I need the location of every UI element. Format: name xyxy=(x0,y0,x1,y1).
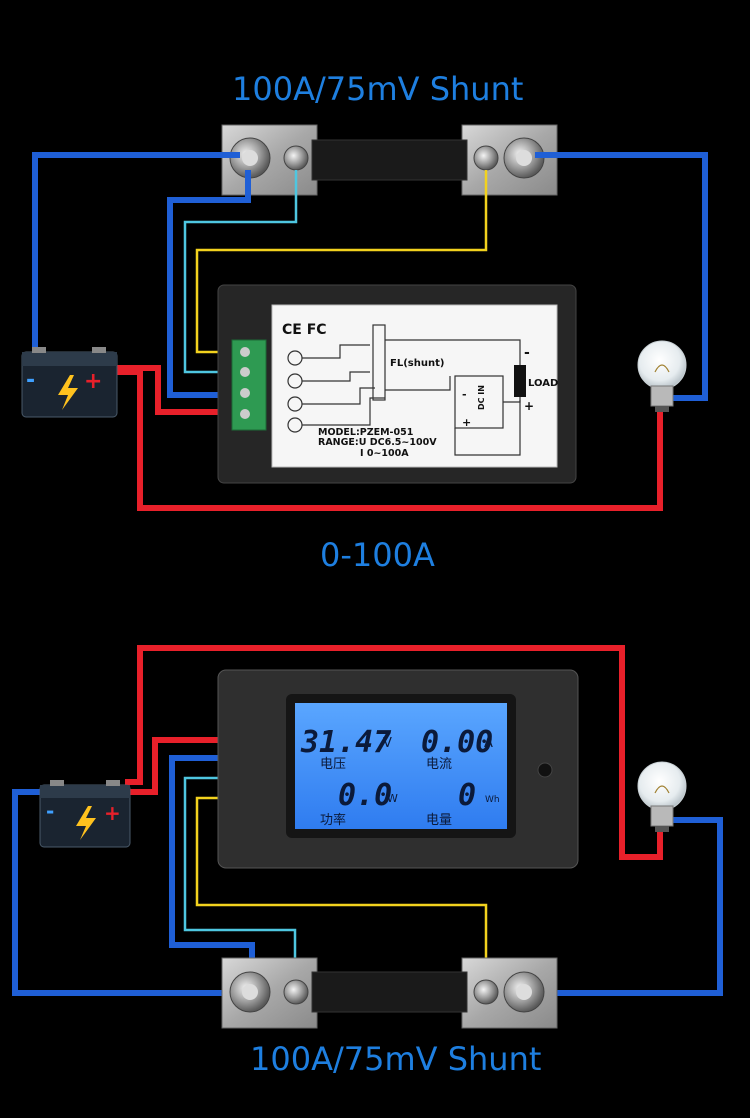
battery-bottom-minus: - xyxy=(46,799,54,823)
battery-bottom-plus: + xyxy=(104,801,121,825)
top-shunt-title: 100A/75mV Shunt xyxy=(232,70,524,108)
bulb-bottom xyxy=(637,761,687,832)
battery-top-plus: + xyxy=(84,369,102,394)
energy-label: 电量 xyxy=(426,813,452,828)
current-value: 0.00 xyxy=(421,725,493,760)
bulb-top xyxy=(637,340,687,412)
energy-unit: Wh xyxy=(485,795,500,805)
voltage-label: 电压 xyxy=(320,757,346,772)
voltage-value: 31.47 xyxy=(300,725,391,760)
power-value: 0.0 xyxy=(338,778,392,813)
cert-marks: CE FC xyxy=(282,322,327,338)
battery-top-minus: - xyxy=(26,368,35,393)
range-u-label: RANGE:U DC6.5~100V xyxy=(318,437,437,448)
range-title: 0-100A xyxy=(320,536,435,574)
meter-bottom xyxy=(217,669,579,869)
dc-in-label: DC IN xyxy=(477,385,486,410)
reset-button[interactable] xyxy=(537,762,553,778)
shunt-bottom xyxy=(221,957,558,1029)
dc-in-minus: - xyxy=(462,388,467,401)
battery-top: - + xyxy=(21,347,118,418)
battery-bottom: - + xyxy=(39,780,131,848)
current-unit: A xyxy=(484,736,493,751)
voltage-unit: V xyxy=(383,736,392,751)
lcd-readings: 31.47 V 电压 0.00 A 电流 0.0 W 功率 0 Wh 电量 xyxy=(300,725,500,828)
power-unit: W xyxy=(387,792,398,805)
load-label: LOAD xyxy=(528,378,558,389)
meter-top: CE FC FL(shunt) LOAD - + DC IN - + MODEL… xyxy=(217,284,577,484)
range-i-label: I 0~100A xyxy=(360,448,409,459)
bottom-shunt-title: 100A/75mV Shunt xyxy=(250,1040,542,1078)
lcd-screen xyxy=(295,703,507,829)
load-plus: + xyxy=(524,399,534,413)
model-label: MODEL:PZEM-051 xyxy=(318,427,413,438)
shunt-label: FL(shunt) xyxy=(390,358,444,369)
energy-value: 0 xyxy=(458,778,476,813)
shunt-top xyxy=(221,124,558,196)
current-label: 电流 xyxy=(426,757,452,772)
power-label: 功率 xyxy=(320,812,346,828)
dc-in-plus: + xyxy=(462,416,471,429)
load-minus: - xyxy=(524,345,530,361)
